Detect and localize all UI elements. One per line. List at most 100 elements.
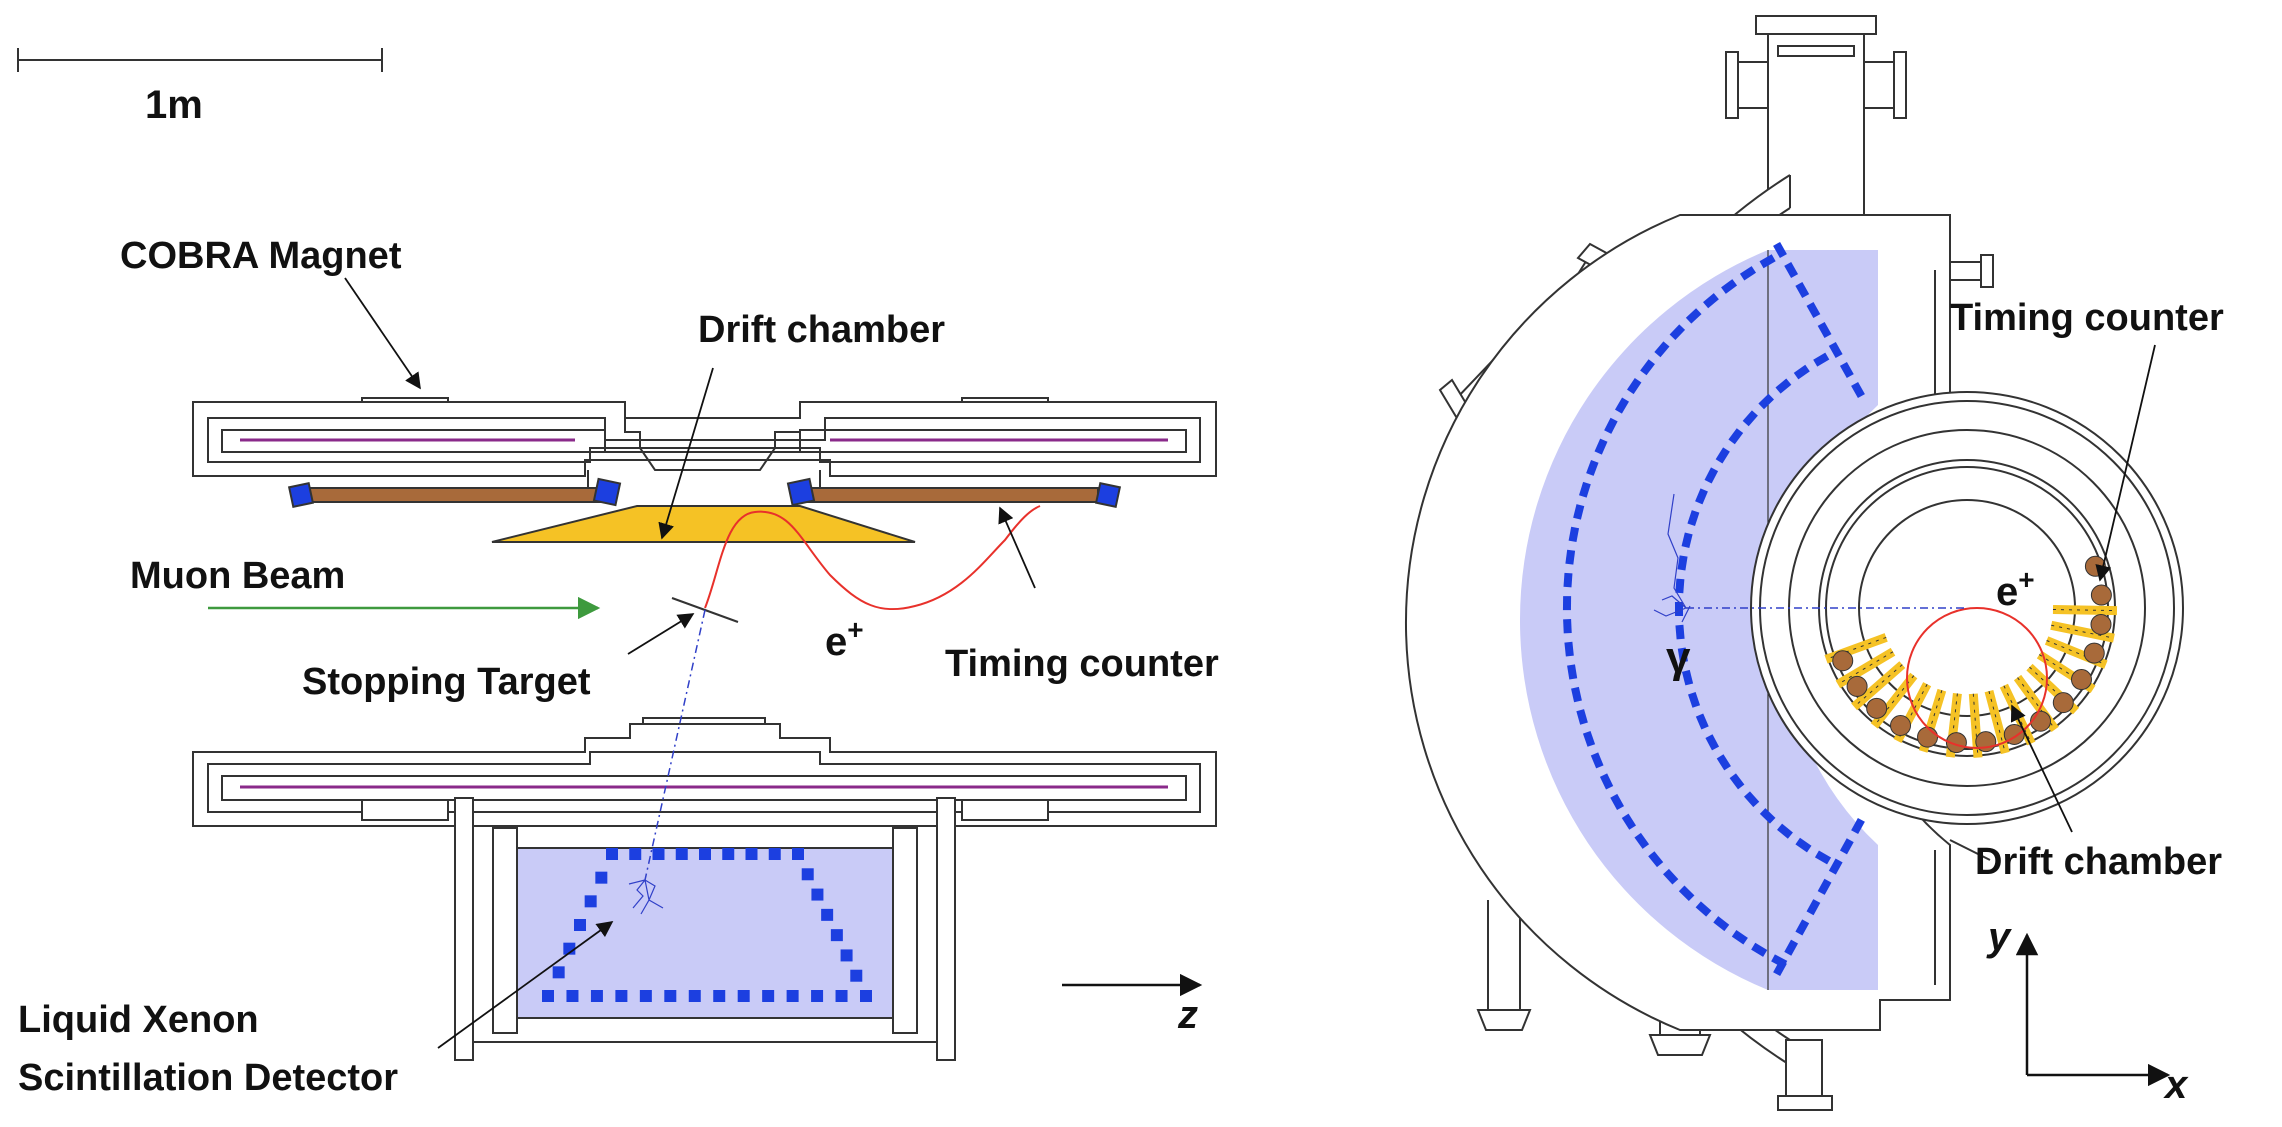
dc-module-wire-8 [1988,691,2006,754]
pmt-dash-67 [1685,308,1702,324]
pmt-dash-102 [1806,301,1821,319]
label-gamma: γ [1666,633,1691,682]
pmt-square-23 [664,990,677,1002]
pmt-dash-100 [1784,261,1799,279]
pmt-dash-57 [1573,504,1585,520]
label-timing-counter-end: Timing counter [1950,297,2224,339]
pmt-dash-71 [1759,254,1776,269]
pmt-dash-45 [1599,773,1614,790]
label-positron-end: e+ [1996,564,2035,614]
tc-bar-4 [2070,669,2092,691]
tc-bar-13 [1846,675,1868,697]
pmt-square-10 [811,888,824,901]
pmt-dash-58 [1578,481,1591,498]
pmt-square-2 [652,848,665,860]
pmt-dash-73 [1795,837,1812,853]
pmt-square-16 [835,990,848,1002]
dc-module-wire-6 [1949,693,1958,758]
tc-bar-1 [2090,584,2112,606]
pmt-dash-85 [1674,601,1684,617]
pmt-dash-66 [1669,324,1686,340]
pmt-end-rl [786,477,816,507]
tc-bar-9 [1945,732,1967,754]
pmt-dash-91 [1704,467,1719,484]
pmt-dash-107 [1773,959,1787,977]
leader-drift-side [658,367,714,540]
side-view [192,397,1217,1061]
dc-module-wire-12 [2039,654,2094,690]
leader-timing-side [998,506,1036,589]
pmt-dash-83 [1677,647,1688,663]
leader-timing-end [2095,344,2156,582]
pmt-dash-46 [1590,752,1604,769]
pmt-dash-92 [1715,447,1730,464]
pmt-dash-114 [1851,817,1865,835]
pmt-dash-43 [1621,813,1637,830]
positron-track-end [1906,607,2048,749]
dc-module-wire-13 [2046,640,2107,666]
pmt-dash-101 [1795,281,1810,299]
lxe-cryostat [454,797,956,1061]
dc-module-wire-0 [1825,636,1887,660]
pmt-dash-84 [1675,624,1685,640]
pmt-square-28 [542,990,554,1002]
pmt-square-27 [566,990,579,1002]
pmt-square-33 [595,871,608,884]
label-drift-chamber-side: Drift chamber [698,309,945,351]
pmt-dash-112 [1828,858,1843,875]
pmt-dash-110 [1806,899,1821,916]
pmt-dash-89 [1687,510,1700,526]
pmt-square-7 [768,848,781,860]
pmt-dash-79 [1705,734,1720,751]
pmt-square-0 [606,848,618,860]
cobra-magnet-lower [192,717,1217,827]
lxe-volume-end [1519,250,1878,990]
tc-bar-6 [2030,710,2052,732]
pmt-square-18 [786,990,799,1002]
pmt-dash-75 [1759,808,1776,824]
tc-bar-3 [2083,642,2105,664]
pmt-dash-90 [1695,488,1708,505]
pmt-dash-60 [1594,438,1608,455]
pmt-square-14 [850,969,863,982]
pmt-square-9 [801,868,814,881]
timing-counter-bar-left [309,487,601,503]
leader-target [627,613,695,655]
pmt-square-22 [688,990,701,1002]
tc-bar-12 [1866,697,1888,719]
pmt-dash-93 [1728,428,1744,445]
label-lxe-line2: Scintillation Detector [18,1057,398,1099]
leader-cobra [344,277,421,390]
dc-module-wire-4 [1897,683,1928,742]
cobra-magnet-upper [192,397,1217,491]
pmt-dash-44 [1610,793,1625,810]
label-axis-y: y [1986,915,2012,959]
pmt-dash-39 [1678,885,1695,902]
pmt-square-6 [745,848,758,860]
pmt-dash-82 [1681,669,1694,686]
gamma-track-side [644,609,706,881]
positron-track-side [704,505,1041,611]
pmt-square-21 [713,990,726,1002]
drift-chamber-side [491,505,916,543]
dc-module-wire-2 [1853,664,1903,708]
gamma-shower-side [628,879,664,915]
pmt-dash-74 [1777,823,1793,839]
axis-arrow-icon [2015,932,2171,1087]
label-muon-beam: Muon Beam [130,555,345,597]
pmt-dash-65 [1654,341,1670,358]
pmt-dash-72 [1814,850,1832,865]
pmt-square-12 [830,929,843,942]
tc-bar-5 [2052,692,2074,714]
pmt-square-29 [552,966,565,979]
pmt-dash-98 [1813,352,1830,367]
pmt-dash-108 [1784,939,1799,956]
pmt-square-11 [821,908,834,921]
pmt-dash-95 [1758,393,1775,410]
pmt-dash-49 [1571,686,1582,703]
pmt-square-8 [792,848,804,860]
pmt-dash-59 [1586,459,1599,476]
pmt-dash-51 [1564,641,1574,657]
pmt-square-20 [737,990,750,1002]
